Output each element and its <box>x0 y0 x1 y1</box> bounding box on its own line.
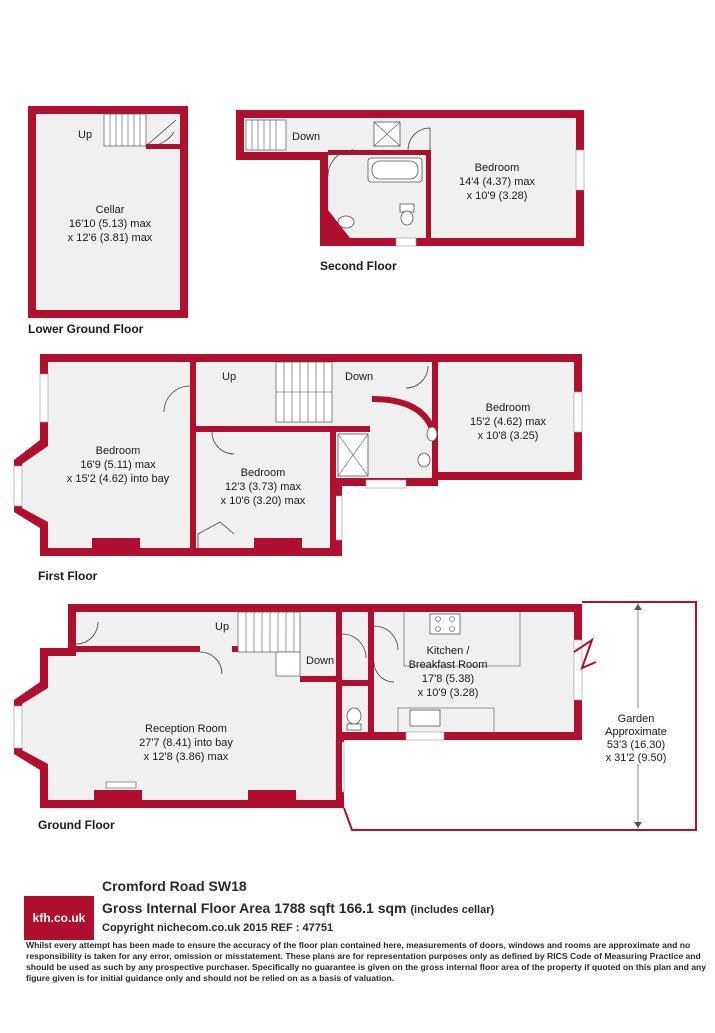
first-floor-bedroom2-name: Bedroom <box>241 467 286 479</box>
second-floor-stairs-label: Down <box>292 131 320 143</box>
garden-size: 53'3 (16.30) <box>607 739 665 751</box>
cellar-stairs-label: Up <box>78 129 92 141</box>
second-floor-bedroom-name: Bedroom <box>475 162 520 174</box>
second-floor-stairs <box>245 119 287 151</box>
first-floor-bedroom1-size: 16'9 (5.11) max <box>80 459 156 471</box>
kitchen-size2: x 10'9 (3.28) <box>418 687 479 699</box>
first-floor: Up Down Bedroom 16'9 (5.11) max x 15'2 (… <box>13 354 583 583</box>
reception-room-size: 27'7 (8.41) into bay <box>139 737 233 749</box>
first-floor-stairs <box>275 361 333 423</box>
lower-ground-floor-title: Lower Ground Floor <box>28 322 144 336</box>
garden-size2: x 31'2 (9.50) <box>606 752 667 764</box>
first-floor-bedroom3-size2: x 10'8 (3.25) <box>478 430 539 442</box>
ground-floor-stairs <box>237 611 301 677</box>
first-floor-down-label: Down <box>345 371 373 383</box>
first-floor-bedroom1-size2: x 15'2 (4.62) into bay <box>67 473 170 485</box>
ground-floor-up-label: Up <box>215 621 229 633</box>
first-floor-rear-window <box>573 391 583 433</box>
first-floor-bedroom1-name: Bedroom <box>96 445 141 457</box>
property-address: Cromford Road SW18 <box>102 878 247 894</box>
garden-name2: Approximate <box>605 726 667 738</box>
ground-floor-down-label: Down <box>306 655 334 667</box>
second-floor-bedroom-size: 14'4 (4.37) max <box>459 176 536 188</box>
kitchen-name2: Breakfast Room <box>409 659 488 671</box>
second-floor-window <box>575 149 585 191</box>
kitchen-size: 17'8 (5.38) <box>422 673 474 685</box>
first-floor-bedroom2-size2: x 10'6 (3.20) max <box>221 495 306 507</box>
first-floor-bedroom2-size: 12'3 (3.73) max <box>225 481 302 493</box>
sink <box>409 709 441 727</box>
kitchen-worktop <box>403 612 521 667</box>
second-floor-title: Second Floor <box>320 259 397 273</box>
cellar-room-size2: x 12'6 (3.81) max <box>68 232 153 244</box>
first-floor-title: First Floor <box>38 569 98 583</box>
ground-floor: Up Down Reception Room 27'7 (8.41) into … <box>13 601 697 832</box>
first-floor-wc <box>417 452 431 468</box>
first-floor-up-label: Up <box>222 371 236 383</box>
cellar-room-size: 16'10 (5.13) max <box>69 218 152 230</box>
kitchen-rear-door <box>573 639 583 701</box>
garden-outline <box>343 601 697 831</box>
lower-ground-floor: Up Cellar 16'10 (5.13) max x 12'6 (3.81)… <box>28 106 188 336</box>
garden-name: Garden <box>618 713 655 725</box>
basin-fixture <box>337 215 355 229</box>
cellar-stairs <box>103 113 180 149</box>
reception-room-name: Reception Room <box>145 723 227 735</box>
second-floor-bedroom-size2: x 10'9 (3.28) <box>467 190 528 202</box>
disclaimer: Whilst every attempt has been made to en… <box>26 940 707 983</box>
ground-floor-wc <box>346 707 362 725</box>
second-floor: Down Bedroom 14'4 (4.37) max x 10'9 (3.2… <box>236 110 585 273</box>
ground-floor-title: Ground Floor <box>38 818 115 832</box>
kfh-logo: kfh.co.uk <box>24 896 94 940</box>
wc-fixture <box>400 210 414 226</box>
hob <box>429 613 461 635</box>
ground-floor-floor <box>22 612 574 800</box>
gross-internal-area-value: Gross Internal Floor Area 1788 sqft 166.… <box>102 900 407 916</box>
reception-room-size2: x 12'8 (3.86) max <box>144 751 229 763</box>
cellar-room-name: Cellar <box>96 204 125 216</box>
first-floor-bedroom3-name: Bedroom <box>486 402 531 414</box>
copyright: Copyright nichecom.co.uk 2015 REF : 4775… <box>102 922 334 934</box>
gross-internal-area-note: (includes cellar) <box>410 904 495 916</box>
kitchen-name: Kitchen / <box>427 645 471 657</box>
gross-internal-area: Gross Internal Floor Area 1788 sqft 166.… <box>102 900 494 916</box>
first-floor-bedroom3-size: 15'2 (4.62) max <box>470 416 547 428</box>
